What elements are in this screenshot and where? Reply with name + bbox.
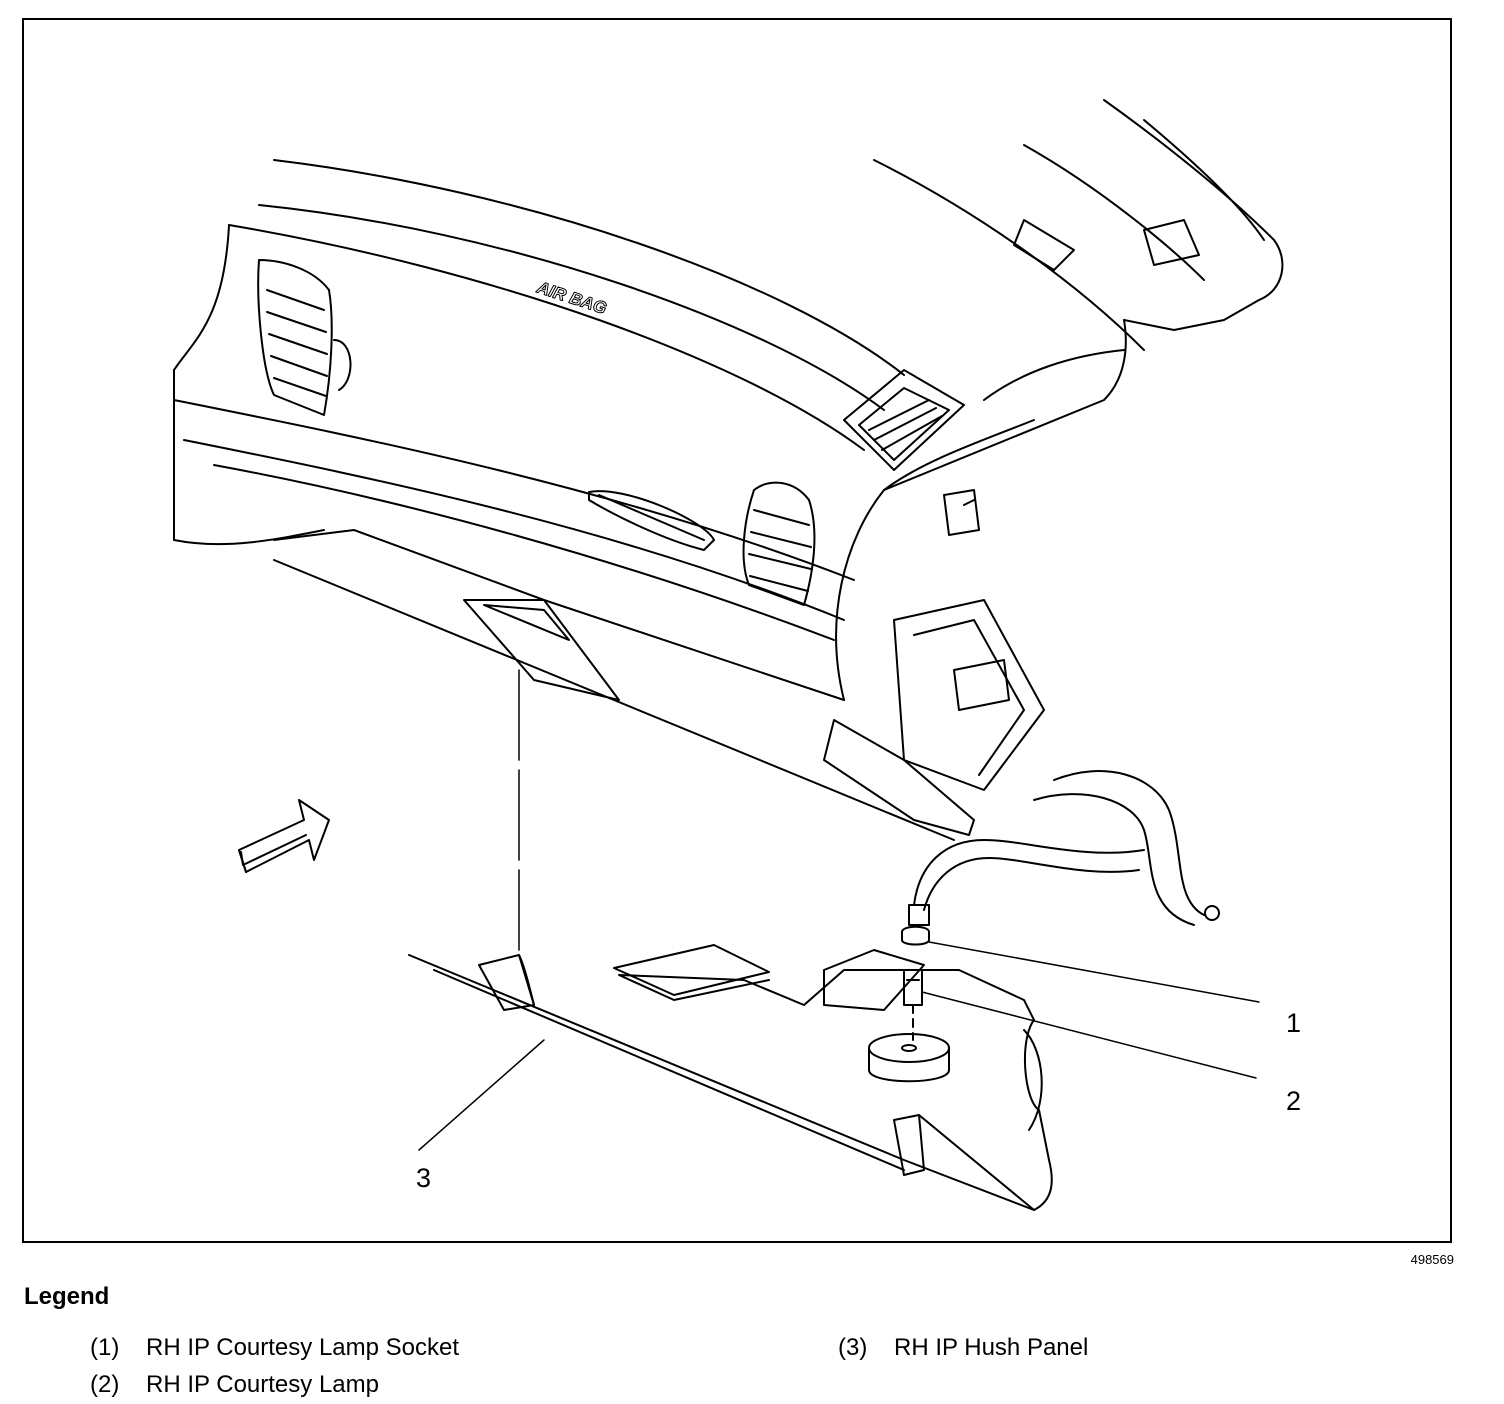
legend-item-label: RH IP Hush Panel xyxy=(894,1334,1089,1361)
callout-1-label: 1 xyxy=(1286,1008,1302,1038)
lamp-socket xyxy=(901,925,930,946)
callout-3-label: 3 xyxy=(416,1163,432,1193)
instrument-panel-illustration: AIR BAG xyxy=(173,99,1284,1211)
center-vent xyxy=(843,369,965,471)
legend-item-label: RH IP Courtesy Lamp xyxy=(146,1371,379,1398)
lamp-housing xyxy=(868,1033,950,1083)
callout-2-label: 2 xyxy=(1286,1086,1302,1116)
dash-top xyxy=(173,159,905,641)
legend-item: (2) RH IP Courtesy Lamp xyxy=(90,1371,379,1399)
legend-item: (1) RH IP Courtesy Lamp Socket xyxy=(90,1334,459,1362)
legend-item-number: (3) xyxy=(838,1334,868,1361)
airbag-label: AIR BAG xyxy=(534,277,609,318)
right-vent xyxy=(742,481,816,606)
legend-item-number: (2) xyxy=(90,1371,120,1398)
wiring-harness xyxy=(823,599,1220,926)
legend-title: Legend xyxy=(24,1283,110,1310)
legend-item-label: RH IP Courtesy Lamp Socket xyxy=(146,1334,460,1361)
glove-box-face xyxy=(273,529,955,841)
left-vent xyxy=(257,259,352,416)
figure-number: 498569 xyxy=(1410,1252,1454,1267)
legend-item-number: (1) xyxy=(90,1334,120,1361)
view-arrow-icon xyxy=(238,799,330,873)
hush-panel xyxy=(408,944,1053,1211)
legend-item: (3) RH IP Hush Panel xyxy=(838,1334,1088,1362)
courtesy-lamp xyxy=(903,969,923,1006)
right-console xyxy=(835,99,1284,701)
figure-frame: AIR BAG xyxy=(22,18,1452,1243)
callout-leaders xyxy=(418,669,1260,1151)
glove-box-latch xyxy=(588,490,715,551)
